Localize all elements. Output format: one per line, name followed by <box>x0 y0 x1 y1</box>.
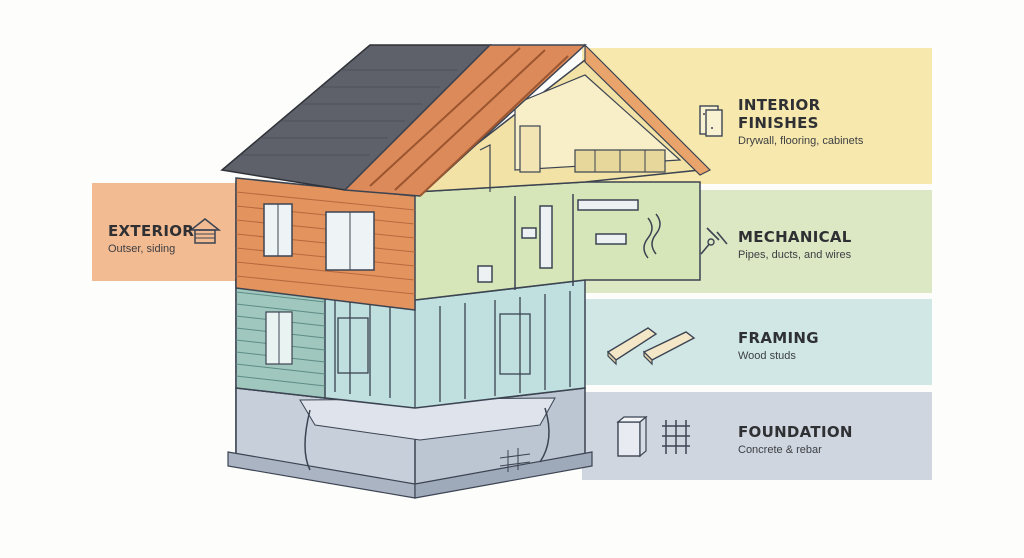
foundation-title: FOUNDATION <box>738 423 853 441</box>
pipe-wire-icon <box>700 227 728 255</box>
mechanical-title: MECHANICAL <box>738 228 852 246</box>
mechanical-subtitle: Pipes, ducts, and wires <box>738 249 852 261</box>
foundation-block <box>227 387 593 499</box>
lumber-icon <box>606 327 696 366</box>
interior-finishes-title: INTERIOR FINISHES <box>738 96 821 132</box>
foundation-label: FOUNDATION Concrete & rebar <box>738 423 853 456</box>
mechanical-label: MECHANICAL Pipes, ducts, and wires <box>738 228 852 261</box>
exterior-band <box>92 183 242 281</box>
framing-title: FRAMING <box>738 329 819 347</box>
house-outline-icon <box>188 218 222 244</box>
framing-subtitle: Wood studs <box>738 350 796 362</box>
concrete-rebar-icon <box>616 415 690 458</box>
foundation-subtitle: Concrete & rebar <box>738 444 822 456</box>
exterior-subtitle: Outser, siding <box>108 243 176 255</box>
exterior-label: EXTERIOR Outser, siding <box>108 222 194 255</box>
drywall-panel-icon <box>699 105 723 137</box>
roof <box>220 43 712 197</box>
interior-finishes-subtitle: Drywall, flooring, cabinets <box>738 135 864 147</box>
framing-level <box>235 279 586 409</box>
exterior-title: EXTERIOR <box>108 222 195 240</box>
mechanical-level <box>235 177 701 311</box>
interior-finishes-label: INTERIOR FINISHES Drywall, flooring, cab… <box>738 96 863 147</box>
framing-label: FRAMING Wood studs <box>738 329 819 362</box>
